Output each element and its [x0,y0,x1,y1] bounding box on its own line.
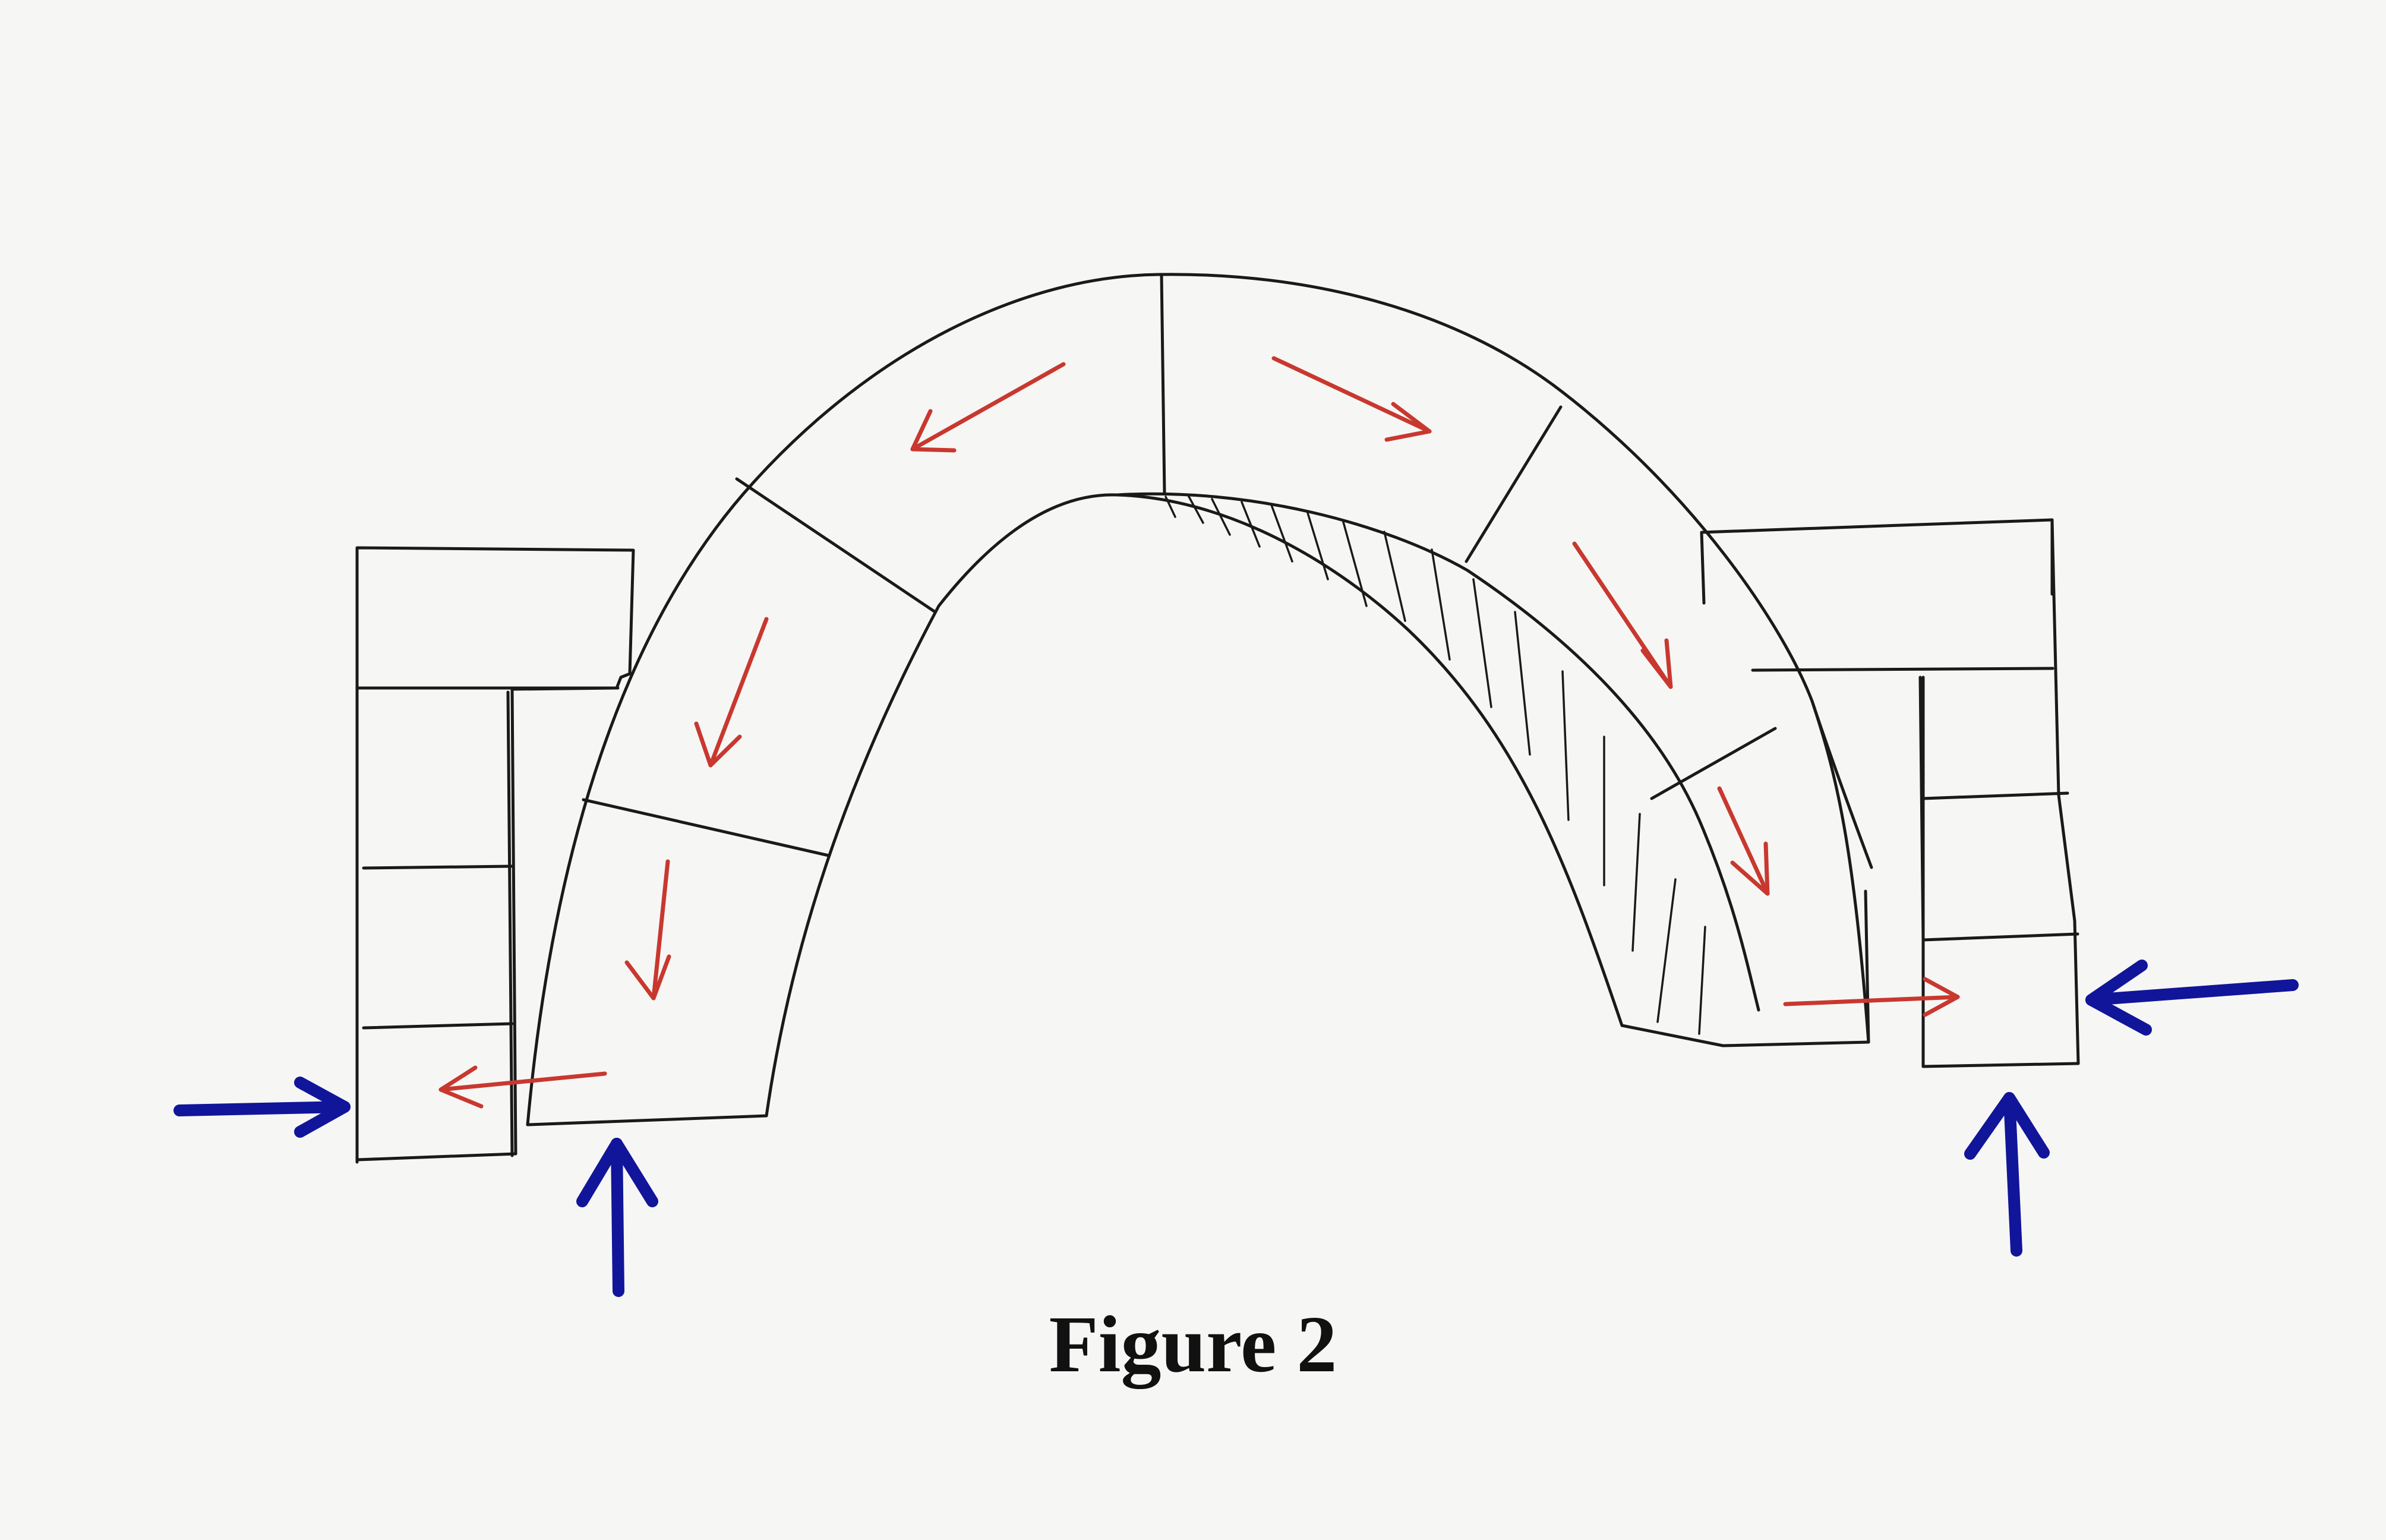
right-pier-joint-1 [1921,791,2069,800]
arch-soffit-edge [1115,492,1760,1012]
left-pier-inner-edge [506,690,514,1157]
right-pier-top-course [1751,667,2054,672]
voussoir-joint-1 [582,798,831,857]
red-arrow-8 [1783,977,1960,1017]
red-arrow-1 [910,362,1066,453]
voussoir-joint-3 [1465,405,1563,563]
red-arrow-3 [694,617,769,768]
voussoir-joint-keystone [1160,273,1166,495]
red-arrow-4 [624,859,671,1001]
internal-thrust-arrows [438,356,1960,1109]
left-pier [355,546,635,1164]
left-pier-joint-1 [362,864,513,870]
red-arrow-6 [1717,786,1770,896]
voussoir-joint-2 [735,477,937,614]
external-force-arrows [173,960,2299,1297]
red-arrow-5 [1572,541,1673,689]
right-pier-joint-2 [1921,932,2079,942]
red-arrow-7 [438,1065,607,1109]
blue-arrow-right-horizontal [2085,960,2299,1036]
stone-arch [526,273,1873,1126]
left-pier-outline [355,546,635,1164]
right-pier-top-block [1700,518,2054,605]
red-arrow-2 [1271,356,1432,442]
blue-arrow-left-vertical [576,1138,658,1297]
arch-right-outer-edge [1810,699,1870,1044]
right-pier [1700,518,2080,1068]
voussoir-joint-4 [1650,727,1777,800]
arch-right-springer [1620,889,1870,1047]
left-pier-joint-2 [362,1022,514,1030]
blue-arrow-left-horizontal [173,1077,351,1138]
arch-left-springer [526,1114,768,1126]
arch-extrados [526,273,1873,1126]
figure-caption: Figure 2 [1049,1300,1337,1389]
blue-arrow-right-vertical [1964,1092,2050,1257]
soffit-hatching [1164,494,1706,1035]
